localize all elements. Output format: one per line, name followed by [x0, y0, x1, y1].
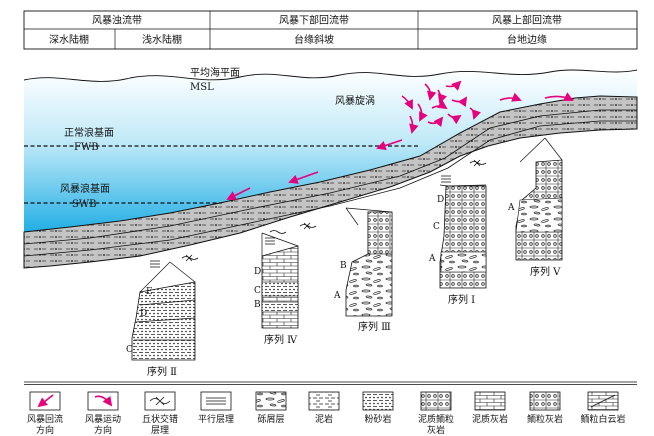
fwb-label: FWB — [74, 142, 99, 153]
legend-label: 平行层理 — [198, 413, 234, 425]
legend-label: 风暴运动 — [85, 414, 121, 425]
legend-label: 泥质灰岩 — [472, 413, 508, 425]
legend-label: 砾屑层 — [257, 413, 284, 425]
sequence-4-unit-label: B — [254, 300, 261, 310]
sequence-column-1: D C A 序列 Ⅰ — [428, 185, 487, 306]
storm-motion-arrow-icon — [87, 391, 119, 411]
sequence-4-unit-label: D — [254, 267, 261, 277]
sequence-column-4: D C B 序列 Ⅳ — [254, 245, 299, 346]
storm-motion-arrows — [401, 80, 481, 134]
mudstone-icon — [308, 391, 340, 411]
sequence-5-label: 序列 Ⅴ — [530, 265, 561, 278]
intraclast-layer-icon — [255, 391, 287, 411]
argillaceous-oolitic-limestone-icon — [420, 391, 452, 411]
subzone-label-slope: 台缘斜坡 — [294, 33, 334, 46]
sequence-1-label: 序列 Ⅰ — [448, 293, 475, 306]
msl-label: MSL — [190, 82, 214, 93]
legend-item: 泥质灰岩 — [472, 391, 508, 425]
zone-label-upper-return: 风暴上部回流带 — [492, 14, 562, 27]
swb-label-cn: 风暴浪基面 — [60, 182, 110, 195]
sequence-2-unit-label: C — [126, 345, 133, 355]
legend-item: 鲕粒白云岩 — [580, 391, 626, 425]
sequence-column-2: E D C 序列 Ⅱ — [126, 281, 196, 378]
zone-label-turbidity: 风暴浊流带 — [92, 14, 142, 27]
sequence-1-unit-label: C — [433, 222, 440, 232]
legend-item: 鲕粒灰岩 — [527, 391, 563, 425]
sequence-3-unit-label: B — [340, 261, 347, 271]
legend-label: 方向 — [94, 424, 112, 436]
legend-label: 鲕粒灰岩 — [527, 413, 563, 425]
siltstone-icon — [362, 391, 394, 411]
column-leader-lines — [139, 137, 563, 293]
storm-vortex-label: 风暴旋涡 — [335, 94, 375, 107]
sequence-3-unit-label: A — [333, 291, 341, 301]
sequence-3-label: 序列 Ⅲ — [358, 320, 391, 333]
storm-return-arrows — [226, 92, 574, 200]
fwb-label-cn: 正常浪基面 — [64, 126, 114, 139]
legend: 风暴回流方向风暴运动方向丘状交错层理平行层理砾屑层泥岩粉砂岩泥质鲕粒灰岩泥质灰岩… — [24, 381, 637, 436]
argillaceous-limestone-icon — [474, 391, 506, 411]
legend-item: 砾屑层 — [255, 391, 287, 425]
strata-bedding-markers — [150, 159, 487, 268]
legend-item: 粉砂岩 — [362, 391, 394, 425]
sequence-1-unit-label: D — [437, 195, 444, 205]
legend-label: 方向 — [36, 424, 54, 436]
subzone-label-deep-shelf: 深水陆棚 — [49, 33, 89, 46]
legend-label: 层理 — [151, 425, 169, 436]
subzone-label-shallow-shelf: 浅水陆棚 — [142, 33, 182, 46]
oolitic-limestone-icon — [529, 391, 561, 411]
zone-header-table: 风暴浊流带 风暴下部回流带 风暴上部回流带 深水陆棚 浅水陆棚 台缘斜坡 台地边… — [23, 10, 638, 50]
legend-label: 泥质鲕粒 — [418, 413, 454, 425]
legend-label: 灰岩 — [427, 424, 445, 436]
sequence-5-unit-label: A — [507, 203, 515, 213]
sequence-4-label: 序列 Ⅳ — [264, 333, 298, 346]
sequence-1-unit-label: A — [428, 254, 436, 264]
legend-label: 丘状交错 — [142, 413, 178, 425]
zone-label-lower-return: 风暴下部回流带 — [279, 14, 349, 27]
legend-item: 平行层理 — [198, 391, 234, 425]
sea-surface-line — [23, 69, 638, 82]
sea-water — [24, 70, 637, 232]
subzone-label-platform-margin: 台地边缘 — [507, 33, 547, 46]
sequence-column-3: B A 序列 Ⅲ — [333, 211, 393, 333]
legend-label: 风暴回流 — [27, 413, 63, 425]
legend-item: 泥岩 — [308, 391, 340, 425]
swb-label: SWB — [72, 199, 96, 210]
legend-label: 粉砂岩 — [364, 413, 391, 425]
sequence-2-unit-label: E — [146, 287, 153, 297]
sequence-2-label: 序列 Ⅱ — [147, 365, 177, 378]
legend-label: 泥岩 — [315, 413, 333, 425]
legend-label: 鲕粒白云岩 — [580, 413, 625, 425]
sequence-2-unit-label: D — [140, 309, 147, 319]
msl-label-cn: 平均海平面 — [190, 66, 240, 79]
sequence-4-unit-label: C — [254, 286, 261, 296]
sequence-column-5: A 序列 Ⅴ — [507, 159, 563, 278]
